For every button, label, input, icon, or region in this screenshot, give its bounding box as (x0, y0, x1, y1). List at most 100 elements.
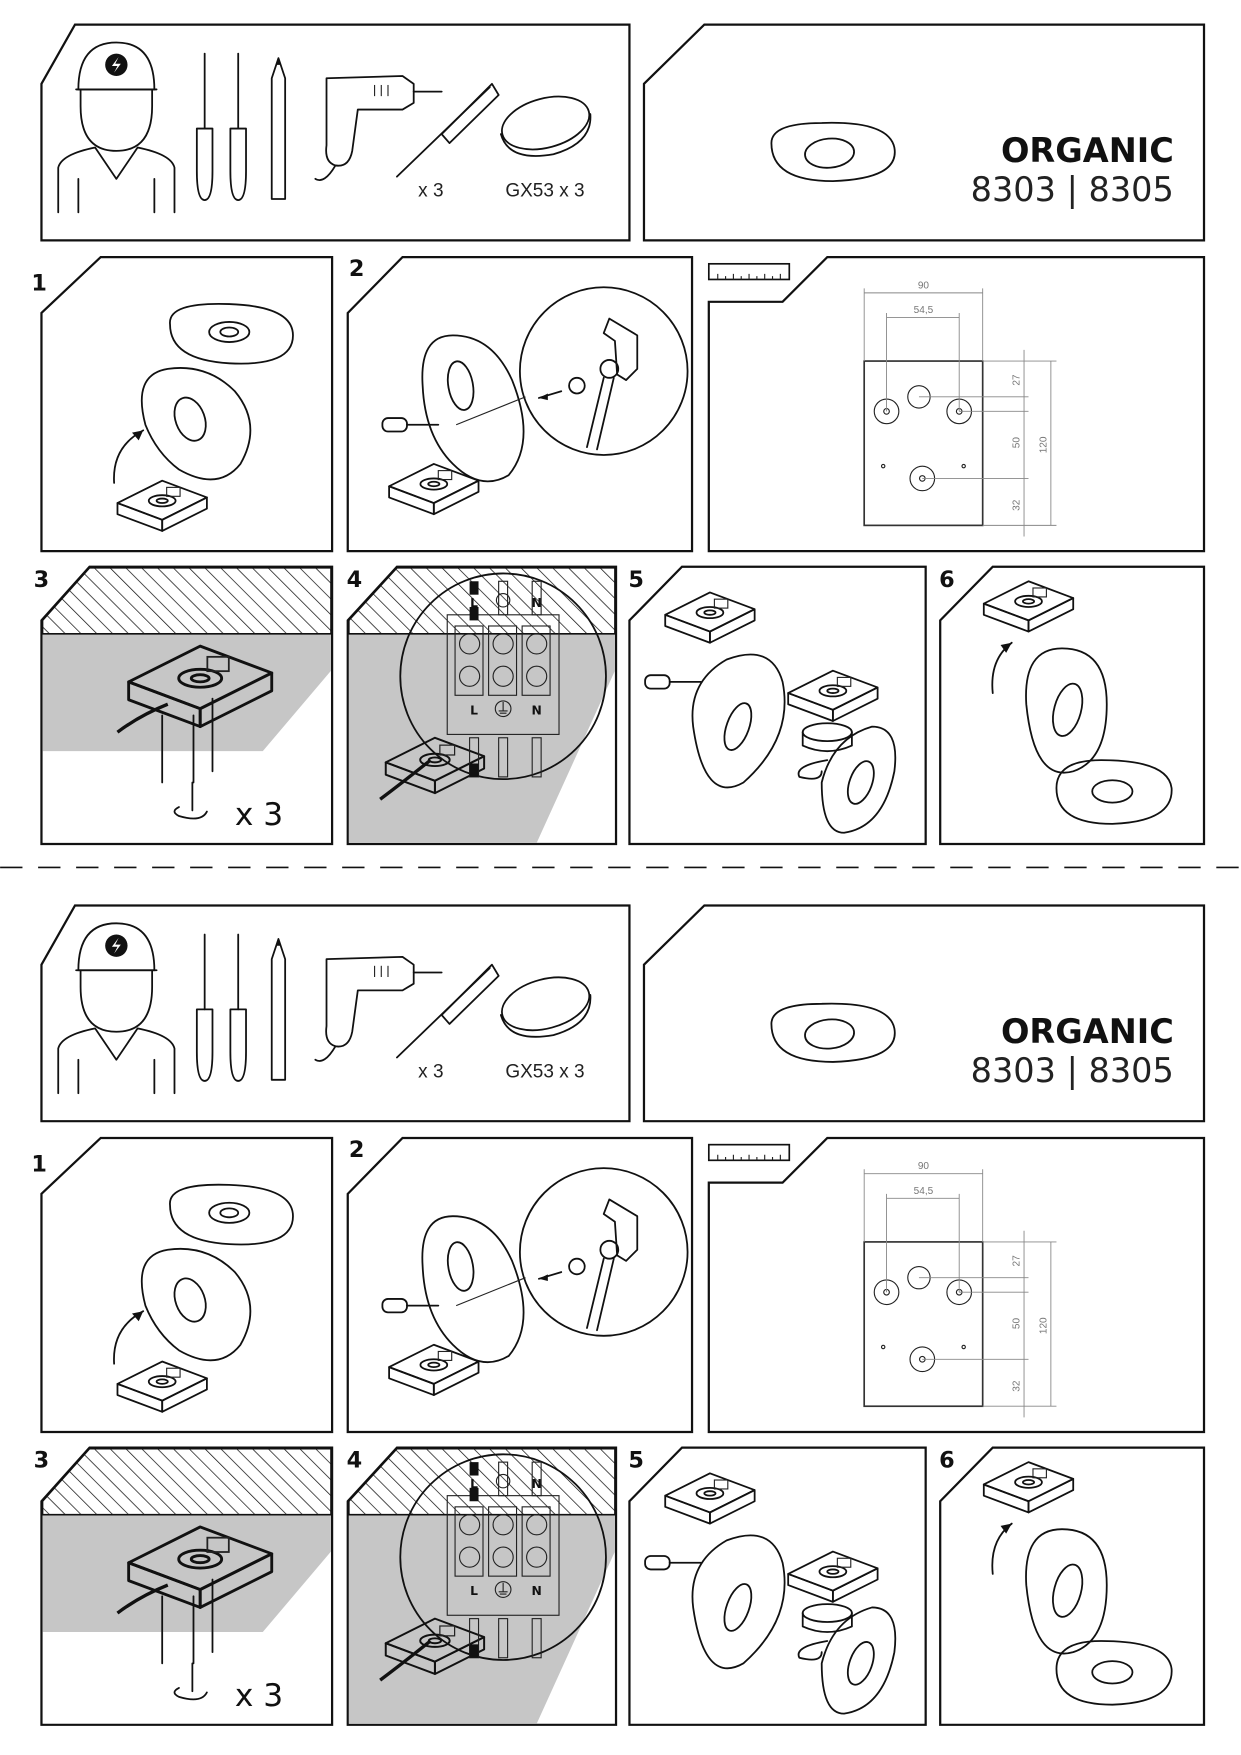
terminal-block (446, 580, 560, 778)
electrician-icon (57, 41, 176, 214)
anchor-quantity: x 3 (418, 181, 443, 202)
dimension-label: 50 (1012, 437, 1023, 449)
dimensions-panel: 90 54,5 27 50 120 32 (707, 255, 1206, 553)
gx53-bulb-icon (499, 976, 592, 1038)
step-number: 3 (34, 1448, 50, 1474)
step-number: 6 (939, 567, 955, 593)
junction-box (116, 1360, 208, 1413)
junction-box (982, 1461, 1075, 1514)
step-number: 1 (31, 271, 47, 297)
step-number: 5 (628, 1448, 644, 1474)
dimensions-panel: 90 54,5 27 50 120 32 (707, 1136, 1206, 1434)
step-number: 2 (349, 1137, 365, 1163)
step-5-panel: 5 (628, 565, 927, 846)
ground-icon (494, 1581, 512, 1598)
pencil-icon (270, 57, 287, 200)
bulb-quantity: GX53 x 3 (505, 181, 584, 202)
wire-label-live: L (470, 596, 478, 610)
ceiling-hatch (41, 567, 332, 635)
dimension-label: 120 (1038, 436, 1049, 453)
ceiling-hatch (348, 1447, 616, 1516)
terminal-block-magnifier (399, 572, 607, 781)
wire-label-live: L (470, 1477, 478, 1491)
dimension-label: 54,5 (914, 1186, 934, 1197)
product-codes: 8303 | 8305 (971, 170, 1174, 209)
wall-anchor-icon (396, 82, 500, 178)
step-3-panel: x 3 3 (34, 1446, 334, 1726)
lamp-top-view-icon (770, 121, 896, 182)
ceiling-hatch (348, 567, 616, 635)
step-number: 1 (31, 1151, 47, 1177)
terminal-block (446, 1461, 560, 1659)
step-number: 2 (349, 256, 365, 282)
step-3-panel: x 3 3 (34, 565, 334, 846)
tools-panel: x 3 GX53 x 3 (40, 904, 631, 1123)
dimension-label: 32 (1012, 1380, 1023, 1392)
junction-box (127, 644, 274, 729)
phillips-screwdriver-icon (195, 52, 214, 201)
ground-icon (494, 700, 512, 718)
pencil-icon (270, 938, 287, 1081)
wire-label-neutral: N (532, 596, 542, 610)
step-number: 5 (628, 567, 644, 593)
screwdriver-icon (644, 674, 702, 690)
junction-box (787, 1550, 879, 1603)
ground-icon (495, 593, 511, 608)
mounting-plate-drawing: 90 54,5 27 50 120 32 (863, 280, 1057, 537)
dimension-label: 90 (918, 1161, 930, 1172)
product-codes: 8303 | 8305 (971, 1051, 1174, 1090)
junction-box (388, 463, 480, 516)
wire-label-neutral: N (532, 1477, 542, 1491)
dimension-label: 50 (1012, 1318, 1023, 1330)
junction-box (127, 1525, 274, 1609)
step-number: 4 (347, 1448, 363, 1474)
tools-panel: x 3 GX53 x 3 (40, 23, 631, 242)
dimension-label: 27 (1012, 1255, 1023, 1267)
junction-box (982, 580, 1075, 633)
junction-box (787, 669, 879, 722)
ceiling-hatch (41, 1447, 332, 1516)
wall-shade (348, 1514, 615, 1724)
instruction-half: x 3 GX53 x 3 ORGANIC 8303 | 8305 1 (31, 23, 1206, 846)
product-name: ORGANIC (1001, 1012, 1174, 1051)
dimension-label: 27 (1012, 374, 1023, 386)
ground-icon (495, 1473, 511, 1489)
bulb-quantity: GX53 x 3 (505, 1062, 584, 1083)
step-number: 3 (34, 567, 50, 593)
wall-shade (348, 633, 615, 843)
step-number: 6 (939, 1448, 955, 1474)
lamp-top-view-icon (770, 1002, 896, 1063)
ruler-icon (707, 262, 791, 281)
wall-anchor-icon (396, 963, 500, 1059)
step-2-panel: 2 (346, 1136, 694, 1434)
wall-shade (42, 1514, 331, 1633)
anchor-quantity: x 3 (418, 1062, 443, 1083)
step-2-panel: 2 (346, 255, 694, 553)
dimension-label: 32 (1012, 499, 1023, 511)
flat-screwdriver-icon (229, 933, 247, 1082)
step-number: 4 (347, 567, 363, 593)
junction-box (664, 1472, 756, 1525)
step-6-panel: 6 (939, 565, 1206, 846)
terminal-block-magnifier (399, 1453, 607, 1661)
step-1-panel: 1 (31, 1136, 334, 1434)
dimension-label: 54,5 (914, 305, 934, 316)
drill-icon (314, 955, 443, 1062)
instruction-half: x 3 GX53 x 3 ORGANIC 8303 | 8305 1 (31, 904, 1206, 1726)
dimension-label: 120 (1038, 1317, 1049, 1334)
screwdriver-icon (381, 417, 440, 433)
terminal-label-live: L (470, 1584, 478, 1598)
anchor-quantity: x 3 (235, 1678, 283, 1714)
wall-shade (42, 633, 331, 752)
step-1-panel: 1 (31, 255, 334, 553)
detail-magnifier (519, 286, 689, 456)
step-4-panel: L N L N 4 (346, 1446, 618, 1726)
phillips-screwdriver-icon (195, 933, 214, 1082)
terminal-label-neutral: N (532, 703, 542, 717)
anchor-quantity: x 3 (235, 797, 283, 833)
junction-box (664, 591, 756, 644)
product-panel: ORGANIC 8303 | 8305 (642, 904, 1206, 1123)
junction-box (388, 1343, 480, 1396)
ruler-icon (707, 1143, 791, 1162)
